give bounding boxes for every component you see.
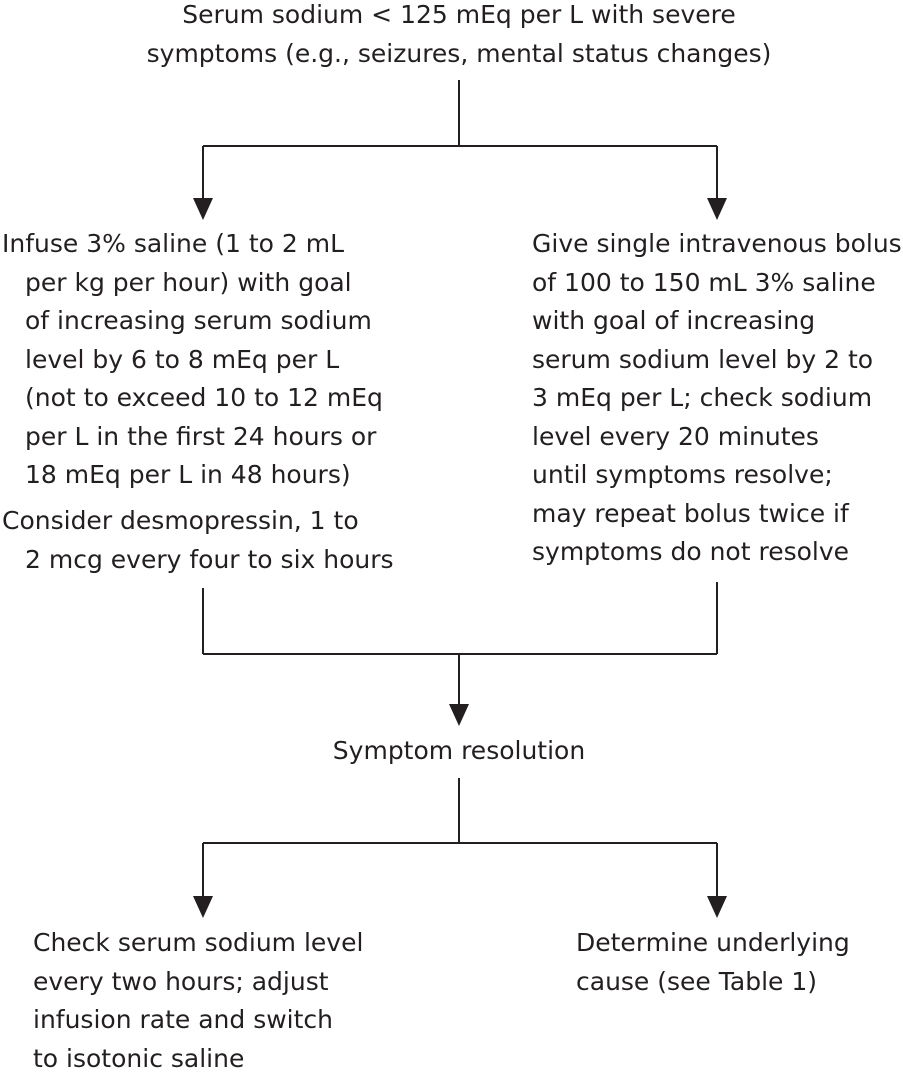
start-condition-box: Serum sodium < 125 mEq per L with severe… — [100, 0, 818, 73]
check-sodium-line: Check serum sodium level — [33, 924, 363, 963]
bolus-line: until symptoms resolve; — [532, 456, 902, 495]
arrowhead-right-branch — [707, 198, 727, 220]
saline-infusion-line: (not to exceed 10 to 12 mEq — [2, 379, 383, 418]
bolus-line: serum sodium level by 2 to — [532, 341, 902, 380]
start-condition-line: symptoms (e.g., seizures, mental status … — [100, 35, 818, 74]
saline-infusion-line: per L in the first 24 hours or — [2, 418, 383, 457]
bolus-box: Give single intravenous bolus of 100 to … — [532, 225, 902, 572]
saline-infusion-line: Infuse 3% saline (1 to 2 mL — [2, 225, 383, 264]
symptom-resolution-box: Symptom resolution — [259, 732, 659, 771]
bolus-line: of 100 to 150 mL 3% saline — [532, 264, 902, 303]
underlying-cause-line: cause (see Table 1) — [576, 963, 850, 1002]
saline-infusion-line: 18 mEq per L in 48 hours) — [2, 456, 383, 495]
check-sodium-box: Check serum sodium level every two hours… — [33, 924, 363, 1078]
bolus-line: level every 20 minutes — [532, 418, 902, 457]
desmopressin-box: Consider desmopressin, 1 to 2 mcg every … — [2, 502, 394, 579]
bolus-line: 3 mEq per L; check sodium — [532, 379, 902, 418]
bolus-line: with goal of increasing — [532, 302, 902, 341]
arrowhead-resolution — [449, 704, 469, 726]
arrowhead-left-branch — [193, 198, 213, 220]
symptom-resolution-label: Symptom resolution — [259, 732, 659, 771]
saline-infusion-line: level by 6 to 8 mEq per L — [2, 341, 383, 380]
arrowhead-underlying-cause — [707, 896, 727, 918]
check-sodium-line: to isotonic saline — [33, 1040, 363, 1078]
saline-infusion-line: of increasing serum sodium — [2, 302, 383, 341]
desmopressin-line: 2 mcg every four to six hours — [2, 541, 394, 580]
bolus-line: symptoms do not resolve — [532, 533, 902, 572]
start-condition-line: Serum sodium < 125 mEq per L with severe — [100, 0, 818, 35]
arrowhead-check-sodium — [193, 896, 213, 918]
desmopressin-line: Consider desmopressin, 1 to — [2, 502, 394, 541]
underlying-cause-box: Determine underlying cause (see Table 1) — [576, 924, 850, 1001]
saline-infusion-line: per kg per hour) with goal — [2, 264, 383, 303]
saline-infusion-box: Infuse 3% saline (1 to 2 mL per kg per h… — [2, 225, 383, 495]
bolus-line: may repeat bolus twice if — [532, 495, 902, 534]
bolus-line: Give single intravenous bolus — [532, 225, 902, 264]
check-sodium-line: every two hours; adjust — [33, 963, 363, 1002]
check-sodium-line: infusion rate and switch — [33, 1001, 363, 1040]
underlying-cause-line: Determine underlying — [576, 924, 850, 963]
